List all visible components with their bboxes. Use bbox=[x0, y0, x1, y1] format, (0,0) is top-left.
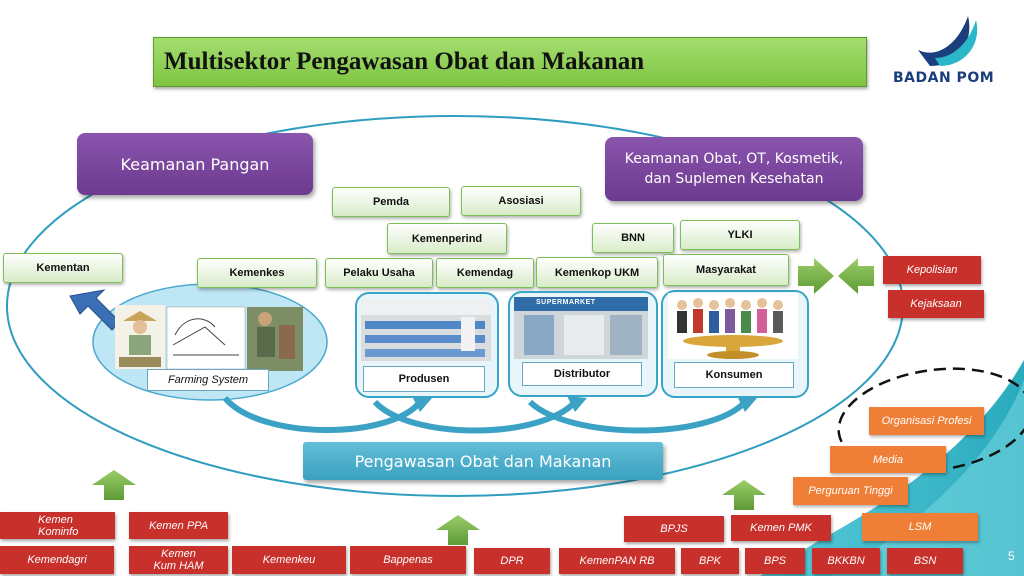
curved-arrow-middle bbox=[372, 399, 578, 434]
curved-arrow-head bbox=[737, 396, 757, 412]
box-kemen-kominfo-line1: Kemen bbox=[38, 513, 73, 526]
box-pelaku-usaha: Pelaku Usaha bbox=[325, 258, 433, 288]
box-media: Media bbox=[830, 446, 946, 473]
box-kemen-pmk: Kemen PMK bbox=[731, 515, 831, 541]
box-bps: BPS bbox=[745, 548, 805, 574]
box-bpk: BPK bbox=[681, 548, 739, 574]
box-perguruan-tinggi: Perguruan Tinggi bbox=[793, 477, 908, 505]
konsumen-photo bbox=[668, 293, 798, 359]
curved-arrow-head bbox=[412, 396, 432, 412]
header-keamanan-obat-line1: Keamanan Obat, OT, Kosmetik, bbox=[624, 151, 844, 167]
header-keamanan-pangan-label: Keamanan Pangan bbox=[120, 154, 270, 174]
label-konsumen: Konsumen bbox=[674, 362, 794, 388]
curved-arrow-head bbox=[567, 396, 587, 412]
box-kemendagri: Kemendagri bbox=[0, 546, 114, 574]
box-kemen-kumham: Kemen Kum HAM bbox=[129, 546, 228, 574]
green-arrow-up-icon bbox=[436, 515, 480, 545]
box-bkkbn: BKKBN bbox=[812, 548, 880, 574]
supermarket-sign: SUPERMARKET bbox=[536, 299, 596, 306]
box-kemendag: Kemendag bbox=[436, 258, 534, 288]
distributor-photo bbox=[514, 297, 648, 359]
box-kepolisian: Kepolisian bbox=[883, 256, 981, 284]
label-distributor: Distributor bbox=[522, 362, 642, 386]
produsen-photo bbox=[361, 299, 491, 361]
box-dpr: DPR bbox=[474, 548, 550, 574]
farming-illustration bbox=[115, 305, 303, 371]
box-kementan: Kementan bbox=[3, 253, 123, 283]
label-farming-system: Farming System bbox=[147, 369, 269, 391]
green-arrow-right-icon bbox=[798, 258, 834, 294]
box-kemen-kominfo: Kemen Kominfo bbox=[0, 512, 115, 539]
box-masyarakat: Masyarakat bbox=[663, 254, 789, 286]
logo-text: BADAN POM bbox=[893, 70, 995, 86]
box-lsm: LSM bbox=[862, 513, 978, 541]
box-bappenas: Bappenas bbox=[350, 546, 466, 574]
box-pemda: Pemda bbox=[332, 187, 450, 217]
logo-swoosh-light bbox=[935, 20, 978, 66]
page-number: 5 bbox=[1008, 549, 1015, 563]
box-bsn: BSN bbox=[887, 548, 963, 574]
title-bar: Multisektor Pengawasan Obat dan Makanan bbox=[153, 37, 867, 87]
curved-arrow-right bbox=[527, 399, 748, 434]
box-kemen-kumham-line2: Kum HAM bbox=[153, 560, 204, 572]
box-kemen-kumham-line1: Kemen bbox=[161, 548, 196, 560]
box-kemenkop-ukm: Kemenkop UKM bbox=[536, 257, 658, 288]
box-ylki: YLKI bbox=[680, 220, 800, 250]
box-organisasi-profesi: Organisasi Profesi bbox=[869, 407, 984, 435]
label-produsen: Produsen bbox=[363, 366, 485, 392]
box-kemenperind: Kemenperind bbox=[387, 223, 507, 254]
box-kemenpan-rb: KemenPAN RB bbox=[559, 548, 675, 574]
box-kemenkeu: Kemenkeu bbox=[232, 546, 346, 574]
page-title: Multisektor Pengawasan Obat dan Makanan bbox=[164, 48, 645, 75]
header-keamanan-pangan: Keamanan Pangan bbox=[77, 133, 313, 195]
header-keamanan-obat-line2: dan Suplemen Kesehatan bbox=[644, 171, 824, 187]
green-arrow-left-icon bbox=[838, 258, 874, 294]
box-kemen-ppa: Kemen PPA bbox=[129, 512, 228, 539]
box-kejaksaan: Kejaksaan bbox=[888, 290, 984, 318]
green-arrow-up-icon bbox=[92, 470, 136, 500]
header-keamanan-obat: Keamanan Obat, OT, Kosmetik, dan Supleme… bbox=[605, 137, 863, 201]
box-bpjs: BPJS bbox=[624, 516, 724, 542]
box-asosiasi: Asosiasi bbox=[461, 186, 581, 216]
box-kemenkes: Kemenkes bbox=[197, 258, 317, 288]
curved-arrow-left bbox=[222, 395, 423, 433]
box-kemen-kominfo-line2: Kominfo bbox=[38, 525, 79, 538]
green-arrow-up-icon bbox=[722, 480, 766, 510]
pengawasan-pill: Pengawasan Obat dan Makanan bbox=[303, 442, 663, 480]
box-bnn: BNN bbox=[592, 223, 674, 253]
